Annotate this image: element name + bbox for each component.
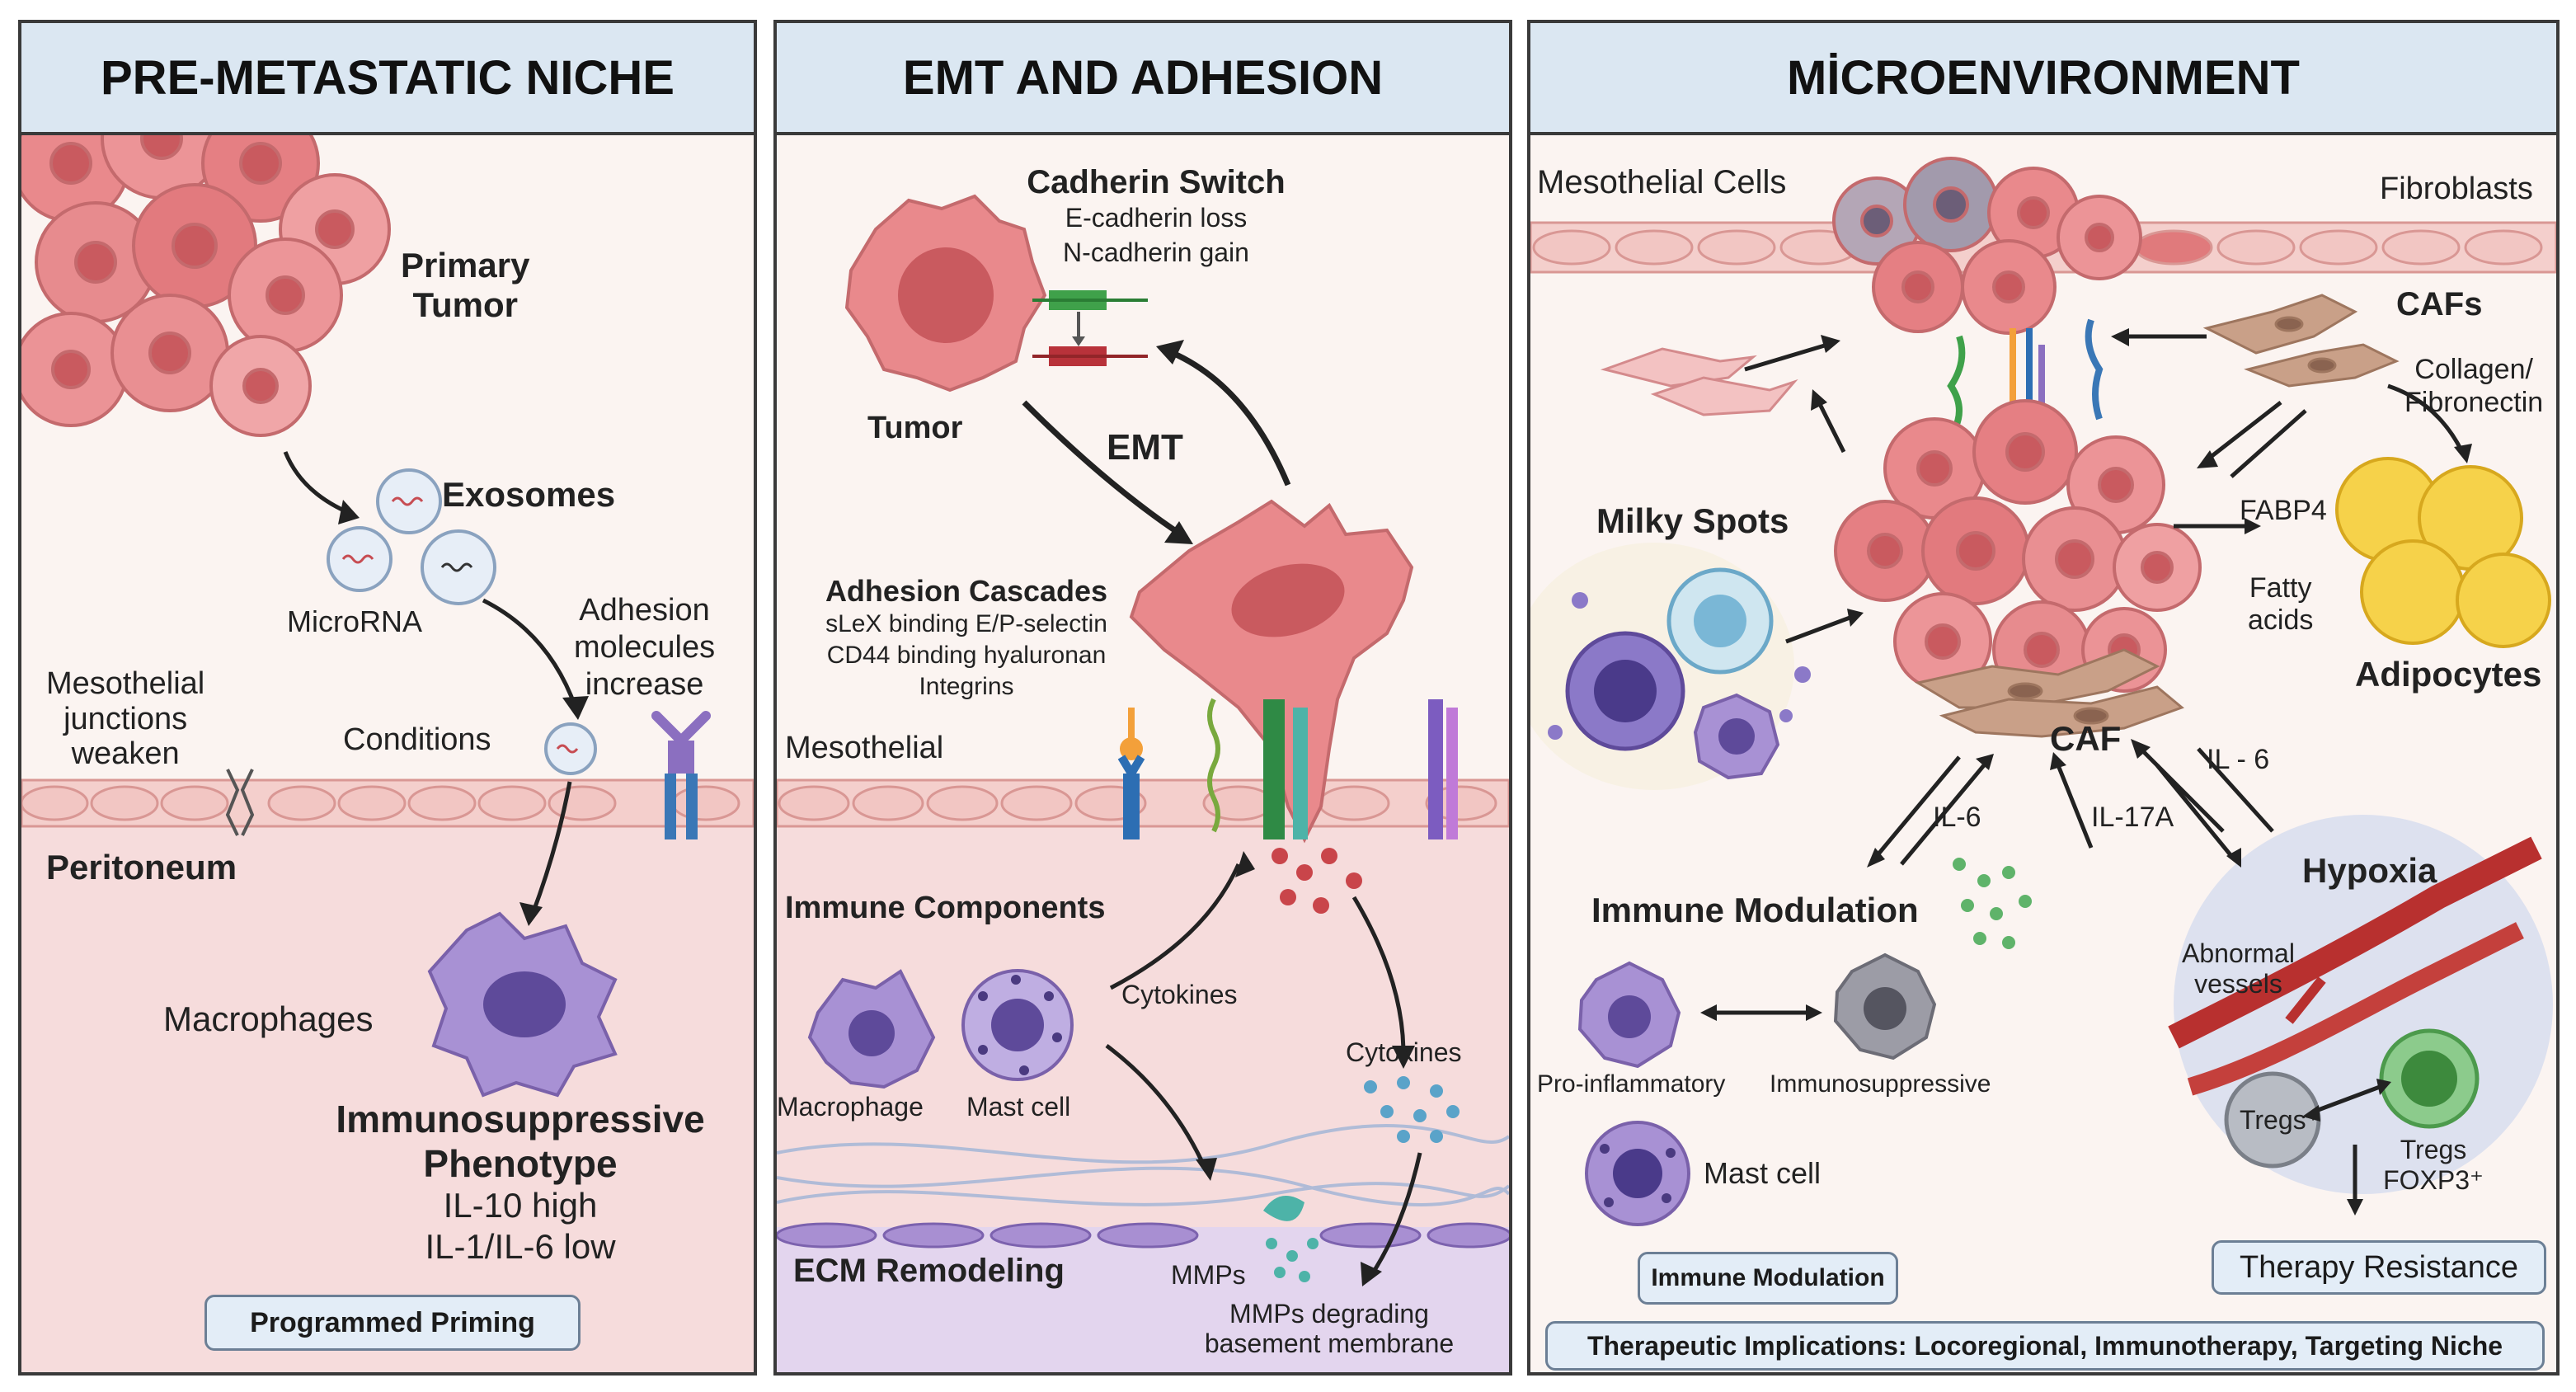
mesothelial-label: Mesothelial (785, 731, 944, 765)
cd44-label: CD44 binding hyaluronan (826, 642, 1107, 669)
n-cadherin-label: N-cadherin gain (1063, 237, 1249, 267)
mmps-label: MMPs (1171, 1260, 1246, 1290)
cytokine-dots (1364, 1076, 1460, 1143)
abnormal-vessels-label: Abnormal vessels (2182, 938, 2295, 999)
secreted-vesicles (1272, 848, 1362, 914)
cafs-label: CAFs (2396, 286, 2483, 322)
interaction-arrows (1712, 334, 2465, 1202)
mesothelial-fibroblast-cells (1600, 347, 1798, 416)
cadherin-switch-label: Cadherin Switch (1027, 164, 1286, 200)
weakened-junction-icon (225, 769, 255, 836)
ecm-fibers (777, 1124, 1509, 1206)
caf-label: CAF (2050, 719, 2122, 758)
exosome-vesicles (327, 468, 597, 775)
ecm-remodeling-label: ECM Remodeling (793, 1253, 1065, 1289)
invading-tumor-cluster (1832, 157, 2142, 335)
peritoneum-tissue (21, 807, 754, 1372)
fabp4-label: FABP4 (2240, 495, 2327, 526)
peritoneum-label: Peritoneum (46, 848, 237, 886)
immune-modulation-box: Immune Modulation (1638, 1252, 1898, 1305)
adhesion-receptors (1117, 698, 1458, 839)
adhesion-molecules-label: Adhesion molecules increase (574, 593, 716, 702)
cytokines-left-label: Cytokines (1121, 980, 1238, 1009)
immunosuppressive-phenotype-title: Immunosuppressive Phenotype (336, 1098, 705, 1186)
panel-1-title: PRE-METASTATIC NICHE (21, 23, 754, 135)
mast-cell-icon-right (1585, 1121, 1690, 1226)
therapeutic-implications-box: Therapeutic Implications: Locoregional, … (1545, 1321, 2545, 1371)
milky-spots-label: Milky Spots (1596, 501, 1789, 540)
fibroblasts-label: Fibroblasts (2380, 172, 2533, 206)
immunosuppressive-label: Immunosuppressive (1770, 1070, 1991, 1098)
macrophage-icon (807, 969, 936, 1089)
mesothelial-layer (21, 778, 754, 828)
therapy-resistance-box: Therapy Resistance (2212, 1240, 2546, 1295)
macrophage-cell (427, 911, 618, 1098)
slex-label: sLeX binding E/P-selectin (825, 610, 1107, 637)
arrowheads (338, 500, 589, 926)
pro-inflammatory-label: Pro-inflammatory (1537, 1070, 1726, 1098)
mast-cell-label: Mast cell (966, 1092, 1071, 1122)
il6-cytokine-dots (1953, 858, 2032, 949)
il10-high-label: IL-10 high (443, 1186, 598, 1225)
il17a-label: IL-17A (2091, 802, 2174, 833)
primary-tumor-label: Primary Tumor (401, 246, 530, 325)
conditions-label: Conditions (343, 722, 491, 757)
central-caf-cells (1915, 648, 2184, 738)
panel-microenvironment: MİCROENVIRONMENT Mesothelial Cells Fibro… (1527, 20, 2560, 1376)
mast-cell-label-right: Mast cell (1704, 1156, 1822, 1190)
cafs-cells (2202, 294, 2400, 388)
tregs-plus-label: Tregs⁺ (2240, 1105, 2320, 1135)
emt-label: EMT (1107, 427, 1183, 468)
fatty-acids-label: Fatty acids (2248, 572, 2314, 637)
mmps-degrading-label: MMPs degrading basement membrane (1204, 1299, 1455, 1358)
cytokine-arrows (1105, 863, 1422, 1278)
pro-inflammatory-cell (1577, 961, 1681, 1069)
hypoxia-label: Hypoxia (2302, 851, 2437, 890)
milky-spots-cluster (1530, 543, 1811, 790)
il6-right-label: IL - 6 (2207, 744, 2270, 775)
cytokine-arrowheads (1196, 851, 1415, 1286)
mesothelial-junctions-label: Mesothelial junctions weaken (46, 666, 205, 772)
mast-cell-icon (961, 969, 1074, 1081)
tregs-foxp3-label: Tregs FOXP3⁺ (2383, 1135, 2484, 1195)
migrating-mesenchymal-cell (1129, 499, 1414, 844)
collagen-fibronectin-label: Collagen/ Fibronectin (2404, 354, 2544, 419)
mesothelial-cells-label: Mesothelial Cells (1537, 164, 1787, 200)
interaction-arrowheads (1700, 328, 2472, 1216)
exosomes-label: Exosomes (442, 475, 616, 514)
panel-2-title: EMT AND ADHESION (777, 23, 1509, 135)
e-cadherin-label: E-cadherin loss (1065, 203, 1248, 233)
programmed-priming-box: Programmed Priming (204, 1295, 581, 1351)
tregs-cells (2224, 1028, 2480, 1169)
emt-arrowheads (1156, 340, 1193, 544)
macrophage-label: Macrophage (777, 1092, 924, 1122)
panel-3-title: MİCROENVIRONMENT (1530, 23, 2556, 135)
tumor-label: Tumor (867, 411, 963, 445)
il1-il6-low-label: IL-1/IL-6 low (425, 1227, 616, 1266)
central-tumor-cluster (1834, 399, 2202, 699)
panel-pre-metastatic-niche: PRE-METASTATIC NICHE Primary Tumor Exoso… (18, 20, 757, 1376)
immune-components-label: Immune Components (785, 891, 1106, 925)
il6-left-label: IL-6 (1933, 802, 1981, 833)
cytokines-right-label: Cytokines (1346, 1037, 1462, 1067)
panel-3-illustration (1530, 157, 2556, 1226)
panel-emt-and-adhesion: EMT AND ADHESION Cadherin Switch E-cadhe… (773, 20, 1512, 1376)
adhesion-molecule-icon (651, 711, 711, 839)
immune-modulation-label: Immune Modulation (1591, 891, 1919, 929)
adipocytes-label: Adipocytes (2355, 655, 2542, 694)
microrna-label: MicroRNA (287, 604, 423, 638)
macrophages-label: Macrophages (163, 999, 374, 1038)
emt-arrows (1022, 350, 1291, 537)
microrna-strands (341, 496, 579, 754)
panel-2-illustration (777, 194, 1509, 1372)
adhesion-cascades-label: Adhesion Cascades (825, 574, 1108, 608)
mmp-dots (1263, 1196, 1319, 1282)
adipocytes-cluster (2335, 457, 2551, 648)
immunosuppressive-cell (1833, 952, 1937, 1060)
cadherin-switch-icon (1032, 290, 1148, 366)
tumor-cell (844, 194, 1047, 393)
mesothelial-cell-layer (777, 778, 1509, 828)
integrins-label: Integrins (919, 673, 1014, 700)
